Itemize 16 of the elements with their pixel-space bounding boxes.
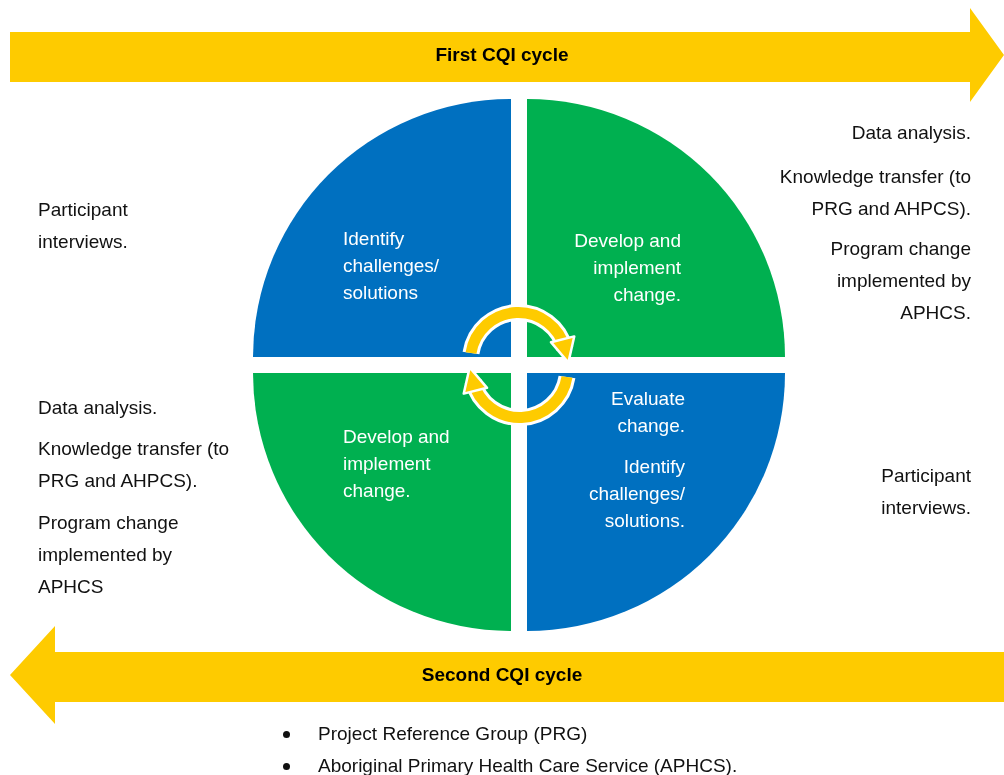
cycle-label: Second CQI cycle: [421, 664, 583, 685]
note-text: Program change implemented by APHCS: [38, 511, 180, 599]
note-text: Knowledge transfer (to PRG and AHPCS).: [778, 165, 971, 221]
segment-label: Identify challenges/ solutions.: [587, 455, 685, 533]
segment-label: Develop and implement change.: [573, 229, 681, 307]
note-text: Participant interviews.: [880, 464, 971, 520]
note-text: Participant interviews.: [38, 198, 129, 254]
segment-label: Identify challenges/ solutions: [343, 227, 441, 305]
note-text: Knowledge transfer (to PRG and AHPCS).: [38, 437, 231, 493]
note-text: Data analysis.: [38, 396, 159, 420]
segment-label: Develop and implement change.: [343, 425, 451, 503]
note-text: Program change implemented by APHCS.: [829, 237, 971, 325]
bullet-item: Project Reference Group (PRG): [283, 718, 738, 750]
segment-label: Evaluate change.: [610, 387, 685, 438]
note-text: Data analysis.: [850, 121, 971, 145]
cycle-label: First CQI cycle: [435, 44, 569, 65]
